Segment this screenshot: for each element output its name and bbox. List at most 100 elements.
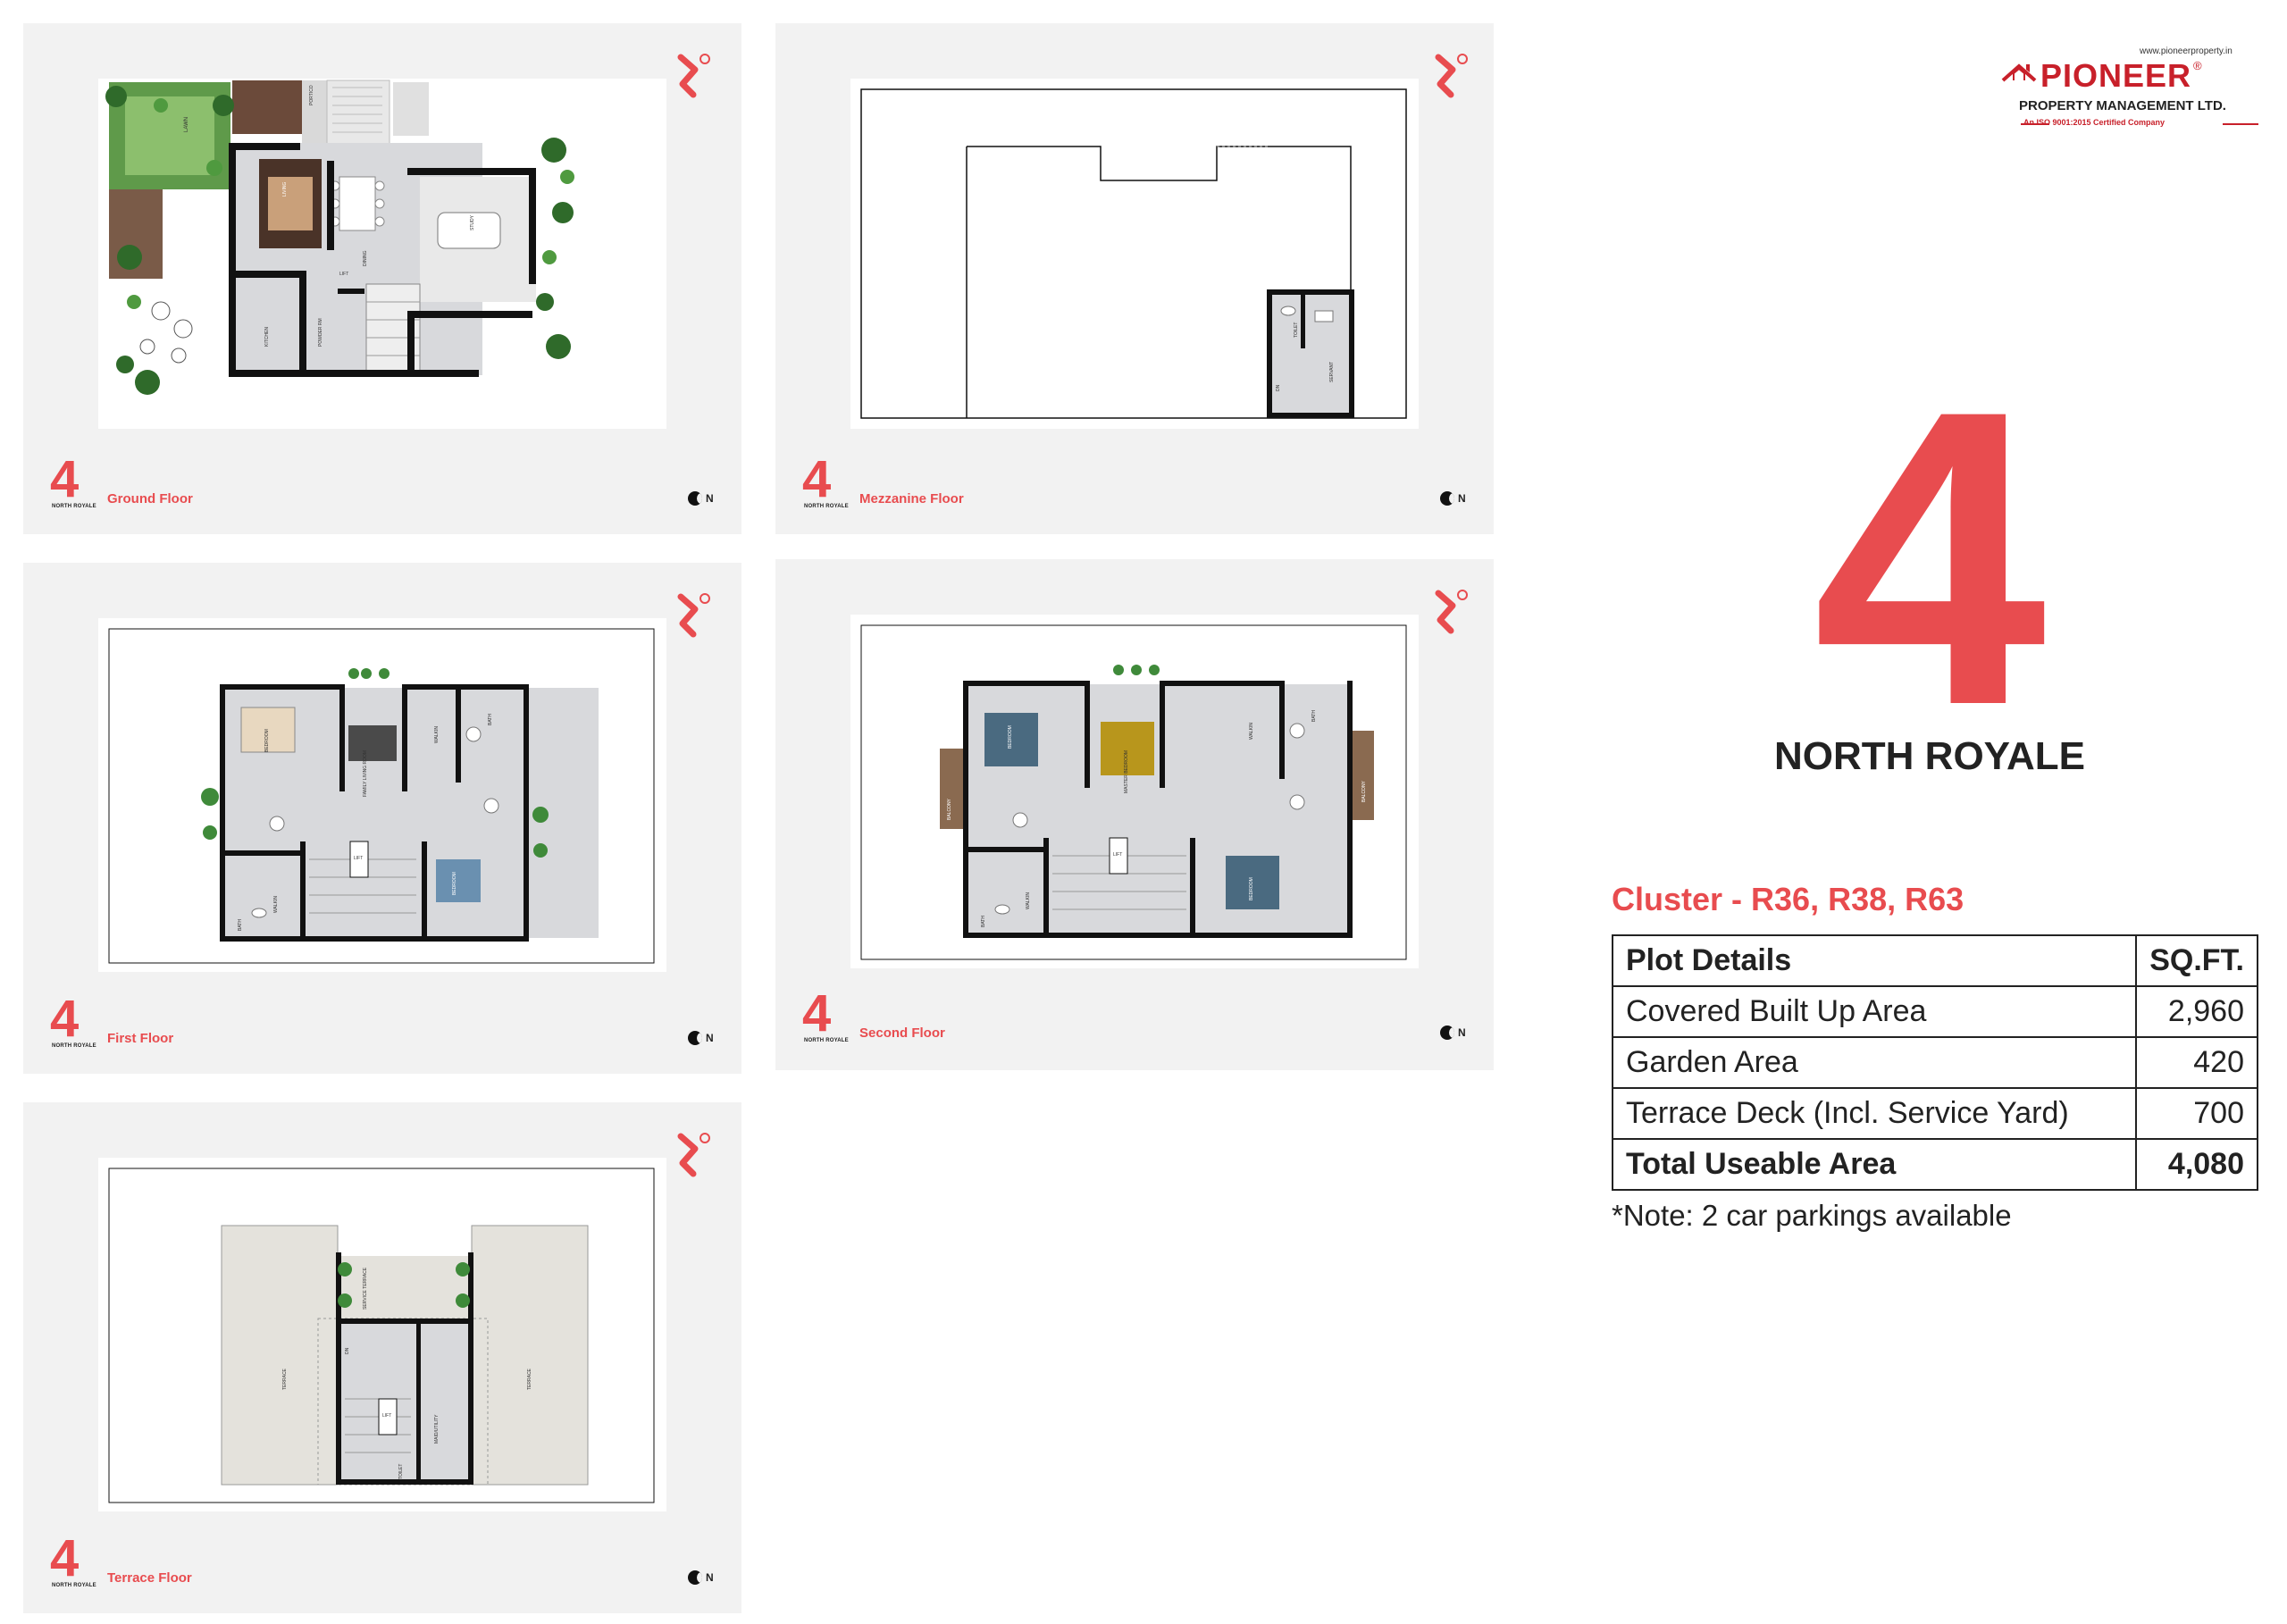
svg-text:PORTICO: PORTICO — [309, 85, 314, 105]
north-arrow-icon — [1440, 491, 1454, 506]
panel-number: 4 — [50, 990, 80, 1048]
panel-first-floor: BEDROOM FAMILY LIVING ROOM WALKIN BATH B… — [23, 563, 741, 1074]
table-cell: Garden Area — [1611, 1036, 2138, 1089]
panel-terrace-floor: TERRACE TERRACE SERVICE TERRACE LIFT MAI… — [23, 1102, 741, 1613]
svg-text:KITCHEN: KITCHEN — [264, 327, 270, 347]
panel-brand: NORTH ROYALE — [52, 504, 96, 509]
north-label: N — [706, 1571, 714, 1584]
svg-text:STUDY: STUDY — [470, 214, 475, 230]
logo-url: www.pioneerproperty.in — [2140, 46, 2233, 56]
svg-text:BEDROOM: BEDROOM — [1249, 877, 1254, 900]
svg-text:TOILET: TOILET — [398, 1464, 404, 1479]
table-cell: 420 — [2135, 1036, 2258, 1089]
north-label: N — [706, 1032, 714, 1044]
panel-number: 4 — [802, 450, 832, 508]
logo-iso: An ISO 9001:2015 Certified Company — [2023, 118, 2166, 127]
svg-text:FAMILY LIVING ROOM: FAMILY LIVING ROOM — [363, 750, 368, 797]
north-arrow-icon — [1440, 1025, 1454, 1040]
svg-text:BEDROOM: BEDROOM — [1008, 725, 1013, 749]
table-cell: 4,080 — [2135, 1138, 2258, 1191]
north-arrow-icon — [688, 1031, 702, 1045]
north-label: N — [1458, 1026, 1466, 1039]
panel-number: 4 — [802, 984, 832, 1042]
panel-label: First Floor — [107, 1031, 174, 1046]
svg-text:TOILET: TOILET — [1294, 322, 1299, 338]
north-indicator: N — [1440, 1025, 1466, 1040]
svg-text:TERRACE: TERRACE — [282, 1368, 288, 1390]
panel-label: Ground Floor — [107, 491, 193, 506]
table-cell: 700 — [2135, 1087, 2258, 1140]
logo-rule — [2021, 123, 2049, 125]
plot-details-table: Plot Details SQ.FT. Covered Built Up Are… — [1611, 934, 2258, 1191]
north-arrow-icon — [688, 491, 702, 506]
svg-text:DN: DN — [1276, 384, 1281, 391]
svg-text:LIFT: LIFT — [339, 272, 348, 277]
table-cell: Total Useable Area — [1611, 1138, 2138, 1191]
table-header-cell: Plot Details — [1611, 934, 2138, 987]
north-indicator: N — [1440, 491, 1466, 506]
svg-text:WALKIN: WALKIN — [1026, 892, 1031, 909]
brand-mark-icon — [677, 1133, 710, 1177]
ground-floor-plan: LAWN LIVING DINING STUDY KITCHEN POWDER … — [98, 79, 666, 429]
north-indicator: N — [688, 491, 714, 506]
logo-name: PIONEER — [2040, 57, 2192, 94]
panel-brand: NORTH ROYALE — [52, 1583, 96, 1588]
svg-text:BATH: BATH — [981, 916, 986, 927]
brand-mark-icon — [1435, 54, 1468, 98]
panel-label: Terrace Floor — [107, 1570, 192, 1586]
mezzanine-floor-drawing: TOILET SERVANT DN — [860, 88, 1407, 419]
table-header-cell: SQ.FT. — [2135, 934, 2258, 987]
second-floor-plan: BEDROOM MASTER BEDROOM WALKIN BATH BEDRO… — [850, 615, 1419, 968]
first-floor-plan: BEDROOM FAMILY LIVING ROOM WALKIN BATH B… — [98, 618, 666, 972]
table-row: Terrace Deck (Incl. Service Yard) 700 — [1611, 1087, 2258, 1140]
table-row: Garden Area 420 — [1611, 1036, 2258, 1089]
table-total-row: Total Useable Area 4,080 — [1611, 1138, 2258, 1191]
cluster-heading: Cluster - R36, R38, R63 — [1612, 881, 1964, 917]
house-icon — [2001, 63, 2037, 82]
svg-text:BALCONY: BALCONY — [1361, 780, 1367, 802]
company-logo: www.pioneerproperty.in PIONEER ® PROPERT… — [1992, 46, 2269, 131]
panel-label: Second Floor — [859, 1025, 945, 1041]
svg-text:BATH: BATH — [1311, 710, 1317, 722]
svg-text:WALKIN: WALKIN — [434, 726, 440, 743]
panel-second-floor: BEDROOM MASTER BEDROOM WALKIN BATH BEDRO… — [775, 559, 1494, 1070]
north-arrow-icon — [688, 1570, 702, 1585]
north-label: N — [706, 492, 714, 505]
svg-text:MAID/UTILITY: MAID/UTILITY — [434, 1414, 440, 1444]
table-header-row: Plot Details SQ.FT. — [1611, 934, 2258, 987]
north-indicator: N — [688, 1031, 714, 1045]
mezzanine-floor-plan: TOILET SERVANT DN — [850, 79, 1419, 429]
table-row: Covered Built Up Area 2,960 — [1611, 985, 2258, 1038]
svg-text:LAWN: LAWN — [184, 117, 189, 132]
svg-text:LIFT: LIFT — [382, 1413, 391, 1419]
panel-brand: NORTH ROYALE — [804, 1038, 849, 1043]
svg-text:SERVANT: SERVANT — [1329, 362, 1335, 382]
logo-main: PIONEER ® — [2001, 57, 2202, 95]
terrace-floor-drawing: TERRACE TERRACE SERVICE TERRACE LIFT MAI… — [108, 1168, 655, 1503]
table-cell: Terrace Deck (Incl. Service Yard) — [1611, 1087, 2138, 1140]
terrace-floor-plan: TERRACE TERRACE SERVICE TERRACE LIFT MAI… — [98, 1158, 666, 1511]
svg-text:DN: DN — [345, 1347, 350, 1354]
svg-text:BALCONY: BALCONY — [947, 798, 952, 820]
svg-text:BEDROOM: BEDROOM — [452, 872, 457, 895]
logo-subtitle: PROPERTY MANAGEMENT LTD. — [2019, 98, 2226, 113]
brand-mark-icon — [677, 54, 710, 98]
svg-text:SERVICE TERRACE: SERVICE TERRACE — [363, 1267, 368, 1310]
panel-ground-floor: LAWN LIVING DINING STUDY KITCHEN POWDER … — [23, 23, 741, 534]
svg-text:WALKIN: WALKIN — [1249, 723, 1254, 740]
panel-number: 4 — [50, 450, 80, 508]
first-floor-drawing: BEDROOM FAMILY LIVING ROOM WALKIN BATH B… — [108, 628, 655, 964]
parking-note: *Note: 2 car parkings available — [1612, 1199, 2012, 1232]
svg-text:LIVING: LIVING — [282, 181, 288, 197]
svg-text:LIFT: LIFT — [1113, 852, 1122, 858]
panel-brand: NORTH ROYALE — [804, 504, 849, 509]
panel-brand: NORTH ROYALE — [52, 1043, 96, 1049]
svg-text:BATH: BATH — [488, 714, 493, 725]
second-floor-drawing: BEDROOM MASTER BEDROOM WALKIN BATH BEDRO… — [860, 624, 1407, 960]
logo-rule — [2223, 123, 2258, 125]
svg-text:DINING: DINING — [363, 250, 368, 266]
svg-text:TERRACE: TERRACE — [527, 1368, 532, 1390]
registered-mark: ® — [2193, 58, 2202, 72]
svg-text:BEDROOM: BEDROOM — [264, 729, 270, 752]
panel-number: 4 — [50, 1529, 80, 1587]
